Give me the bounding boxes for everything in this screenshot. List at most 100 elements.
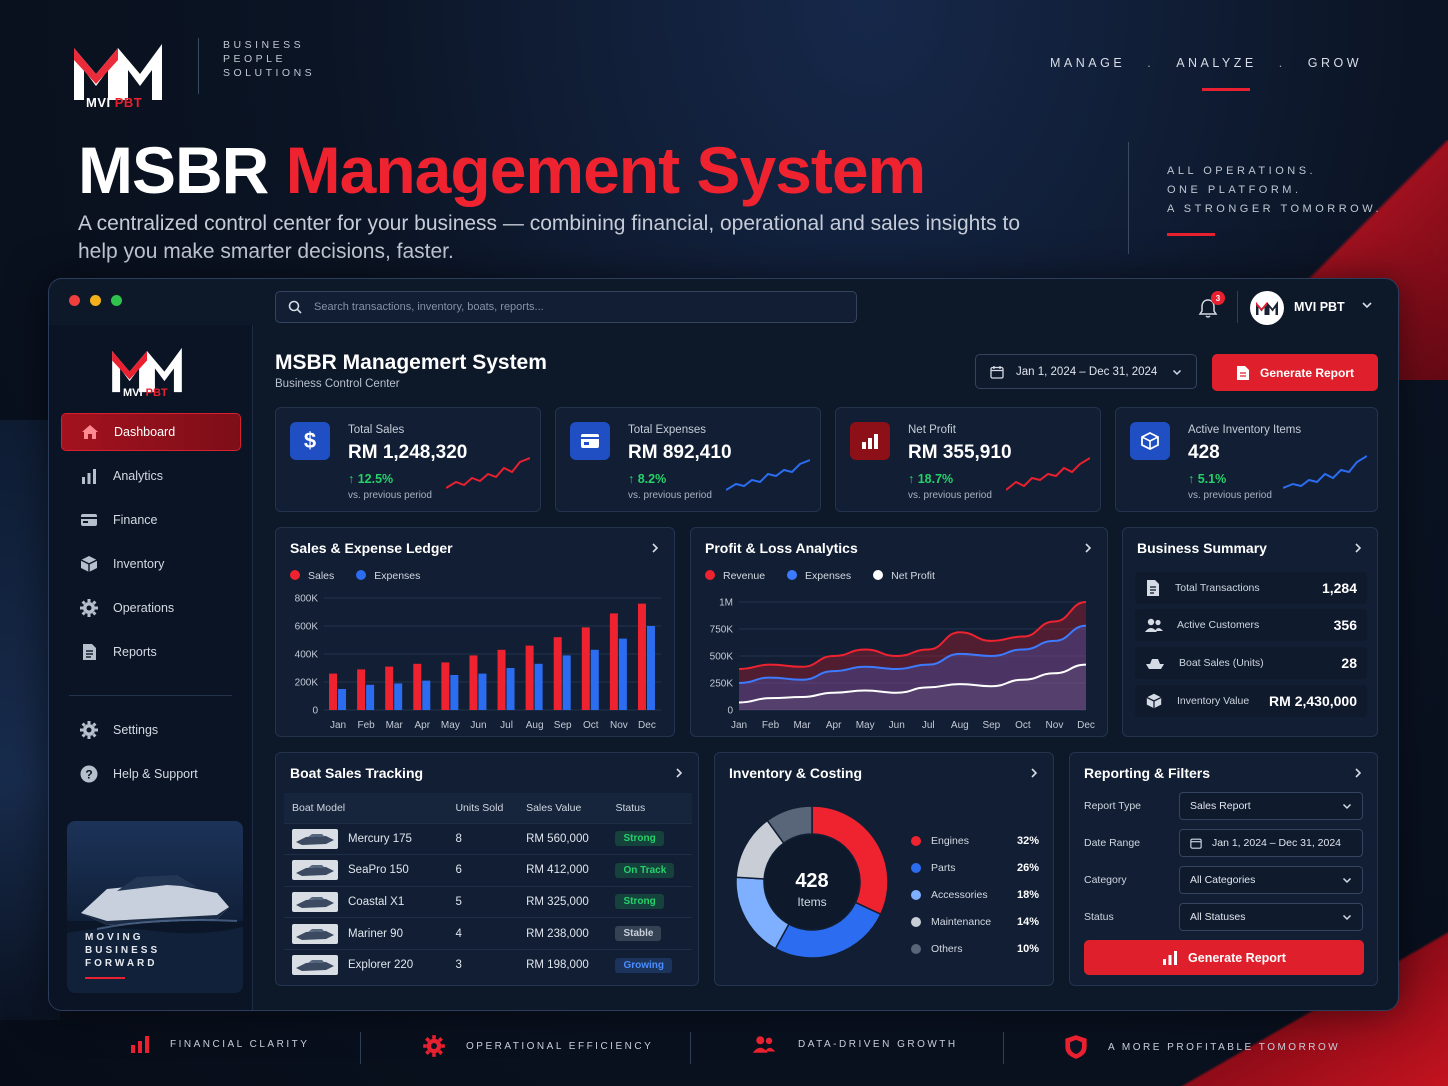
search-bar[interactable] <box>275 291 857 323</box>
bar-chart-icon <box>1163 950 1178 965</box>
x-tick-label: Nov <box>610 720 628 731</box>
x-tick-label: Dec <box>638 720 656 731</box>
minimize-dot[interactable] <box>90 295 101 306</box>
x-tick-label: Oct <box>583 720 599 731</box>
gear-icon <box>80 721 98 739</box>
top-nav-manage[interactable]: MANAGE <box>1050 56 1126 70</box>
pnl-legend: Revenue Expenses Net Profit <box>705 570 935 582</box>
x-tick-label: May <box>856 720 875 731</box>
dollar-icon: $ <box>290 422 330 460</box>
status-select[interactable]: All Statuses <box>1179 903 1363 931</box>
bar-sales <box>413 663 422 710</box>
y-tick-label: 600K <box>295 622 319 633</box>
sidebar-item-finance[interactable]: Finance <box>61 501 241 539</box>
gear-icon <box>423 1035 445 1057</box>
sidebar-item-help[interactable]: ? Help & Support <box>61 755 241 793</box>
sparkline <box>1006 457 1090 491</box>
boat-sales-table: Boat Model Units Sold Sales Value Status… <box>284 793 692 981</box>
status-badge: On Track <box>615 862 675 878</box>
chevron-right-icon[interactable] <box>1353 767 1363 779</box>
sidebar-item-operations[interactable]: Operations <box>61 589 241 627</box>
legend-expenses: Expenses <box>356 570 420 582</box>
sparkline <box>726 459 810 491</box>
close-dot[interactable] <box>69 295 80 306</box>
chevron-right-icon[interactable] <box>1029 767 1039 779</box>
kpi-card-active-inventory[interactable]: Active Inventory Items 428 ↑ 5.1% vs. pr… <box>1115 407 1378 512</box>
column-header: Status <box>607 793 692 823</box>
sidebar-item-reports[interactable]: Reports <box>61 633 241 671</box>
sidebar-item-inventory[interactable]: Inventory <box>61 545 241 583</box>
y-tick-label: 500K <box>710 652 734 663</box>
sidebar-brand-name: MVI PBT <box>123 387 168 399</box>
filter-generate-report-button[interactable]: Generate Report <box>1084 940 1364 975</box>
y-tick-label: 0 <box>727 706 733 717</box>
kpi-card-total-expenses[interactable]: Total Expenses RM 892,410 ↑ 8.2% vs. pre… <box>555 407 821 512</box>
sidebar-item-settings[interactable]: Settings <box>61 711 241 749</box>
bar-expenses <box>506 668 515 710</box>
bar-chart-icon <box>82 469 96 484</box>
chevron-down-icon[interactable] <box>1361 299 1373 311</box>
sidebar-logo <box>112 347 182 393</box>
bar-expenses <box>534 663 543 710</box>
x-tick-label: Mar <box>793 720 811 731</box>
bar-expenses <box>394 683 403 710</box>
sparkline <box>446 457 530 489</box>
date-range-picker[interactable]: Jan 1, 2024 – Dec 31, 2024 <box>975 354 1197 389</box>
line-net-profit <box>738 663 1087 704</box>
window-controls <box>69 295 122 306</box>
report-type-select[interactable]: Sales Report <box>1179 792 1363 820</box>
sidebar-nav: Dashboard Analytics Finance Inventory Op… <box>61 413 241 677</box>
wallet-icon <box>570 422 610 460</box>
donut-hole <box>765 835 859 929</box>
top-nav-grow[interactable]: GROW <box>1307 56 1362 70</box>
x-tick-label: Dec <box>1077 720 1095 731</box>
avatar[interactable] <box>1250 291 1284 325</box>
maximize-dot[interactable] <box>111 295 122 306</box>
date-range-select[interactable]: Jan 1, 2024 – Dec 31, 2024 <box>1179 829 1363 857</box>
shield-icon <box>1065 1035 1087 1059</box>
user-name[interactable]: MVI PBT <box>1294 300 1345 314</box>
mvi-logo-small <box>1256 301 1278 315</box>
donut-center-value: 428 <box>795 870 829 892</box>
category-select[interactable]: All Categories <box>1179 866 1363 894</box>
x-tick-label: Nov <box>1046 720 1064 731</box>
kpi-card-total-sales[interactable]: $ Total Sales RM 1,248,320 ↑ 12.5% vs. p… <box>275 407 541 512</box>
bar-sales <box>609 613 618 710</box>
bar-expenses <box>338 689 347 710</box>
bar-sales <box>469 655 478 710</box>
top-nav-analyze[interactable]: ANALYZE <box>1176 56 1257 70</box>
search-input[interactable] <box>314 301 834 313</box>
sparkline <box>1283 455 1367 489</box>
x-tick-label: Feb <box>762 720 780 731</box>
chevron-right-icon[interactable] <box>1353 542 1363 554</box>
bar-expenses <box>646 626 655 710</box>
help-icon: ? <box>80 765 98 783</box>
footer-profitable-tomorrow: A MORE PROFITABLE TOMORROW <box>1064 1034 1340 1060</box>
chevron-right-icon[interactable] <box>674 767 684 779</box>
bar-expenses <box>618 638 627 710</box>
generate-report-button[interactable]: Generate Report <box>1212 354 1378 391</box>
filter-category: Category All Categories <box>1084 866 1364 894</box>
y-tick-label: 200K <box>295 678 319 689</box>
sidebar-item-dashboard[interactable]: Dashboard <box>61 413 241 451</box>
donut-slice-others <box>766 805 813 845</box>
chevron-right-icon[interactable] <box>650 542 660 554</box>
y-tick-label: 800K <box>295 594 319 605</box>
kpi-card-net-profit[interactable]: Net Profit RM 355,910 ↑ 18.7% vs. previo… <box>835 407 1101 512</box>
sidebar-item-analytics[interactable]: Analytics <box>61 457 241 495</box>
chevron-right-icon[interactable] <box>1083 542 1093 554</box>
area-expenses <box>739 625 1086 710</box>
legend-revenue: Revenue <box>705 570 765 582</box>
hero-title: MSBR Management System <box>78 133 926 207</box>
